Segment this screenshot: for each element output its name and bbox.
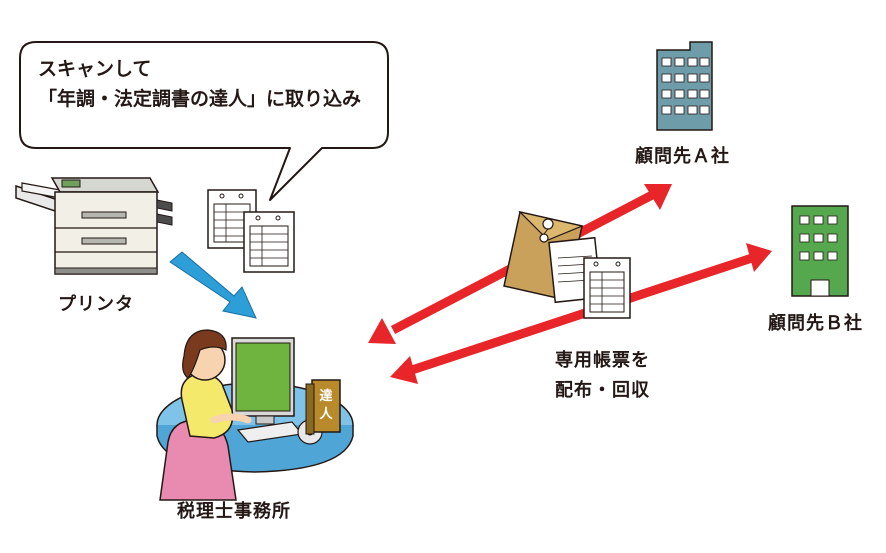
printer-label: プリンタ [58, 294, 134, 315]
printer-icon [15, 177, 173, 275]
callout-text: スキャンして 「年調・法定調書の達人」に取り込み [38, 54, 361, 114]
arrow-to-client-b [390, 243, 772, 384]
tax-office-scene: 達 人 [156, 329, 354, 501]
scanned-documents-icon [207, 189, 295, 273]
software-box-char1: 達 [319, 388, 332, 404]
envelope-with-forms-icon [503, 210, 631, 319]
callout-line1: スキャンして [38, 58, 152, 80]
client-b-label: 顧問先Ｂ社 [768, 313, 863, 334]
forms-label-line1: 専用帳票を [555, 350, 650, 371]
scan-arrow [169, 251, 257, 319]
forms-label: 専用帳票を 配布・回収 [555, 346, 650, 402]
tax-office-label: 税理士事務所 [177, 501, 291, 522]
speech-bubble [19, 41, 389, 201]
forms-label-line2: 配布・回収 [555, 380, 650, 401]
building-a-icon [656, 41, 713, 131]
callout-line2: 「年調・法定調書の達人」に取り込み [38, 88, 362, 110]
client-a-label: 顧問先Ａ社 [635, 146, 730, 167]
software-box-char2: 人 [319, 406, 333, 422]
building-b-icon [791, 205, 849, 297]
